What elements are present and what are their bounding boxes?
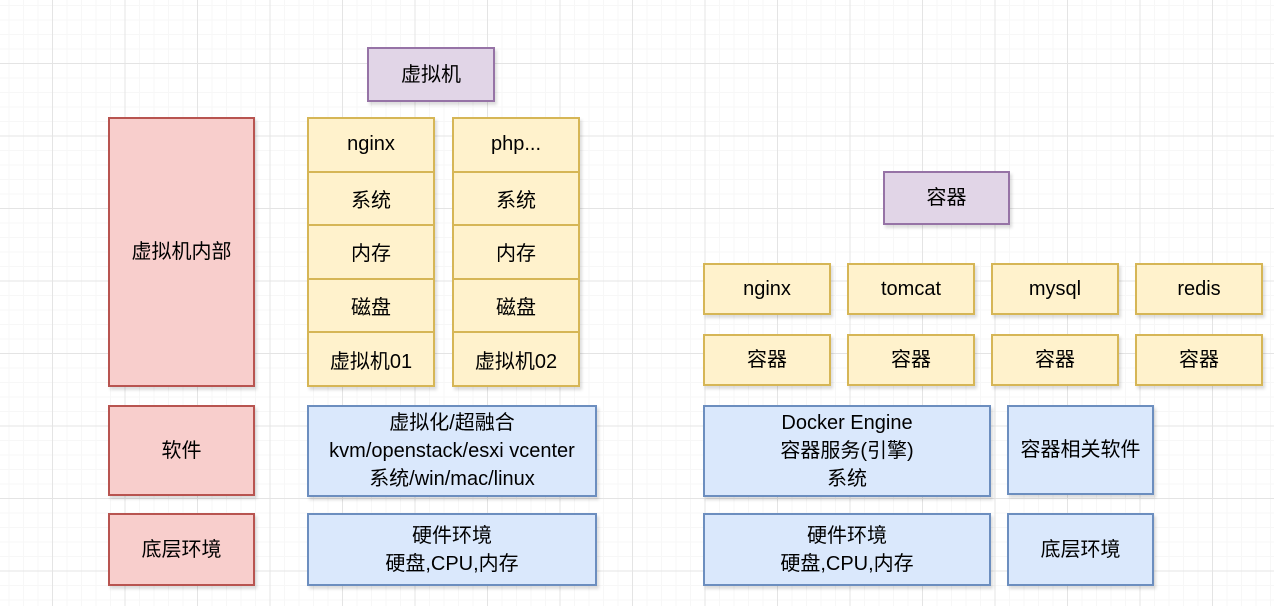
vm1-name-label: 虚拟机01 bbox=[329, 350, 413, 373]
vm-virtualization-line2: kvm/openstack/esxi vcenter bbox=[329, 440, 575, 462]
docker-engine-text: Docker Engine 容器服务(引擎) 系统 bbox=[780, 409, 913, 493]
vm1-stack[interactable]: nginx 系统 内存 磁盘 虚拟机01 bbox=[307, 117, 435, 387]
container-app-mysql-box[interactable]: mysql bbox=[991, 263, 1119, 315]
container-app-redis-box[interactable]: redis bbox=[1135, 263, 1263, 315]
container-cell-4-box[interactable]: 容器 bbox=[1135, 334, 1263, 386]
vm2-app-label: php... bbox=[490, 133, 542, 156]
docker-engine-line2: 容器服务(引擎) bbox=[780, 440, 914, 462]
vm2-disk-cell[interactable]: 磁盘 bbox=[454, 277, 578, 332]
vm2-disk-label: 磁盘 bbox=[496, 297, 536, 320]
vm-virtualization-line1: 虚拟化/超融合 bbox=[389, 412, 515, 434]
vm2-memory-cell[interactable]: 内存 bbox=[454, 224, 578, 278]
vm1-memory-label: 内存 bbox=[351, 243, 391, 266]
container-app-nginx-box[interactable]: nginx bbox=[703, 263, 831, 315]
vm-internal-box[interactable]: 虚拟机内部 bbox=[108, 117, 255, 387]
vm-virtualization-line3: 系统/win/mac/linux bbox=[369, 468, 535, 490]
vm1-app-label: nginx bbox=[347, 133, 395, 156]
vm2-name-label: 虚拟机02 bbox=[474, 350, 558, 373]
container-hardware-text: 硬件环境 硬盘,CPU,内存 bbox=[780, 522, 913, 578]
container-related-software-box[interactable]: 容器相关软件 bbox=[1007, 405, 1154, 495]
vm-header-box[interactable]: 虚拟机 bbox=[367, 47, 495, 102]
container-cell-3-label: 容器 bbox=[1035, 349, 1075, 371]
docker-engine-box[interactable]: Docker Engine 容器服务(引擎) 系统 bbox=[703, 405, 991, 497]
vm-header-label: 虚拟机 bbox=[401, 63, 461, 86]
vm2-app-cell[interactable]: php... bbox=[454, 119, 578, 171]
vm-base-env-label-box[interactable]: 底层环境 bbox=[108, 513, 255, 586]
container-cell-2-label: 容器 bbox=[891, 349, 931, 371]
vm1-disk-label: 磁盘 bbox=[351, 297, 391, 320]
vm-base-env-label: 底层环境 bbox=[141, 538, 222, 561]
container-app-mysql-label: mysql bbox=[1028, 278, 1082, 300]
container-cell-4-label: 容器 bbox=[1179, 349, 1219, 371]
vm1-os-cell[interactable]: 系统 bbox=[309, 170, 433, 225]
vm-hardware-line1: 硬件环境 bbox=[412, 524, 492, 547]
vm2-os-label: 系统 bbox=[496, 189, 536, 212]
vm2-stack[interactable]: php... 系统 内存 磁盘 虚拟机02 bbox=[452, 117, 580, 387]
vm-virtualization-box[interactable]: 虚拟化/超融合 kvm/openstack/esxi vcenter 系统/wi… bbox=[307, 405, 597, 497]
vm-internal-label: 虚拟机内部 bbox=[131, 241, 232, 263]
container-cell-2-box[interactable]: 容器 bbox=[847, 334, 975, 386]
container-app-nginx-label: nginx bbox=[743, 278, 791, 300]
container-hardware-box[interactable]: 硬件环境 硬盘,CPU,内存 bbox=[703, 513, 991, 586]
vm-hardware-line2: 硬盘,CPU,内存 bbox=[385, 552, 519, 575]
vm2-memory-label: 内存 bbox=[496, 243, 536, 266]
vm2-os-cell[interactable]: 系统 bbox=[454, 170, 578, 225]
vm-virtualization-text: 虚拟化/超融合 kvm/openstack/esxi vcenter 系统/wi… bbox=[329, 409, 575, 493]
container-hardware-line2: 硬盘,CPU,内存 bbox=[780, 552, 914, 575]
vm-software-label-box[interactable]: 软件 bbox=[108, 405, 255, 496]
vm-hardware-box[interactable]: 硬件环境 硬盘,CPU,内存 bbox=[307, 513, 597, 586]
vm2-name-cell[interactable]: 虚拟机02 bbox=[454, 331, 578, 385]
container-app-redis-label: redis bbox=[1177, 278, 1221, 300]
container-cell-3-box[interactable]: 容器 bbox=[991, 334, 1119, 386]
vm1-disk-cell[interactable]: 磁盘 bbox=[309, 277, 433, 332]
docker-engine-line1: Docker Engine bbox=[781, 412, 913, 434]
vm1-memory-cell[interactable]: 内存 bbox=[309, 224, 433, 278]
container-header-label: 容器 bbox=[926, 187, 967, 209]
container-hardware-line1: 硬件环境 bbox=[807, 524, 887, 547]
container-base-env-label: 底层环境 bbox=[1040, 538, 1121, 561]
vm1-app-cell[interactable]: nginx bbox=[309, 119, 433, 171]
container-cell-1-box[interactable]: 容器 bbox=[703, 334, 831, 386]
vm1-os-label: 系统 bbox=[351, 189, 391, 212]
container-app-tomcat-box[interactable]: tomcat bbox=[847, 263, 975, 315]
container-app-tomcat-label: tomcat bbox=[880, 278, 942, 300]
container-cell-1-label: 容器 bbox=[747, 349, 787, 371]
vm-software-label: 软件 bbox=[161, 439, 202, 462]
container-header-box[interactable]: 容器 bbox=[883, 171, 1010, 225]
docker-engine-line3: 系统 bbox=[826, 468, 867, 490]
vm1-name-cell[interactable]: 虚拟机01 bbox=[309, 331, 433, 385]
vm-hardware-text: 硬件环境 硬盘,CPU,内存 bbox=[385, 522, 518, 578]
container-related-software-label: 容器相关软件 bbox=[1020, 439, 1141, 461]
container-base-env-box[interactable]: 底层环境 bbox=[1007, 513, 1154, 586]
